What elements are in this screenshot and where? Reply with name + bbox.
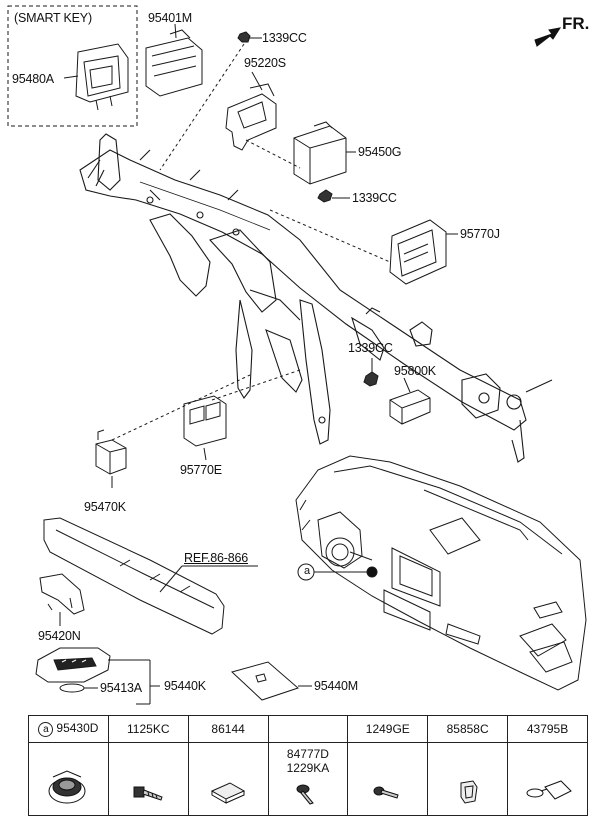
legend-cell-1249GE — [347, 742, 429, 816]
control-unit-icon — [293, 121, 347, 185]
legend-header-43795B: 43795B — [507, 715, 588, 743]
legend-header-1125KC: 1125KC — [107, 715, 189, 743]
front-arrow-icon — [534, 27, 562, 47]
legend-header-1249GE: 1249GE — [347, 715, 429, 743]
smart-key-module-icon — [75, 43, 129, 111]
callout-1339CC-mid: 1339CC — [352, 191, 397, 205]
callout-1339CC-top: 1339CC — [262, 31, 307, 45]
clip-icon — [460, 780, 478, 804]
bolt-icon — [133, 786, 163, 801]
legend-cell-86144 — [187, 742, 269, 816]
front-direction-label: FR. — [562, 14, 590, 33]
small-module-icon — [95, 429, 127, 475]
legend-header-empty — [267, 715, 349, 743]
legend-header-86144: 86144 — [187, 715, 269, 743]
reference-label: REF.86-866 — [184, 551, 249, 565]
small-screw-icon — [373, 786, 399, 799]
cowl-crossbar-icon — [79, 133, 553, 463]
legend-code-1229KA: 1229KA — [286, 761, 330, 775]
nut-icon — [317, 189, 333, 203]
callout-95800K: 95800K — [394, 364, 436, 378]
marker-a-icon: a — [38, 722, 54, 737]
callout-95470K: 95470K — [84, 500, 126, 514]
relay-block-icon — [183, 395, 227, 447]
bracket-icon — [225, 83, 277, 151]
dashboard-crash-pad-icon — [295, 455, 587, 691]
key-battery-icon — [59, 683, 85, 693]
nut-icon — [363, 371, 379, 387]
sensor-module-icon — [389, 389, 431, 425]
body-control-module-icon — [145, 29, 203, 97]
legend-cell-43795B — [507, 742, 588, 816]
nut-icon — [237, 31, 251, 43]
callout-95440M: 95440M — [314, 679, 358, 693]
key-card-icon — [231, 661, 299, 701]
legend-code-84777D: 84777D — [286, 747, 329, 761]
callout-95440K: 95440K — [164, 679, 206, 693]
receiver-module-icon — [389, 219, 447, 285]
screw-icon — [296, 784, 314, 805]
callout-95770E: 95770E — [180, 463, 222, 477]
tag-icon — [526, 780, 572, 800]
callout-95770J: 95770J — [460, 227, 500, 241]
smart-key-fob-icon — [35, 647, 111, 683]
push-button-switch-icon — [48, 770, 86, 804]
callout-1339CC-low: 1339CC — [348, 341, 393, 355]
callout-95450G: 95450G — [358, 145, 402, 159]
callout-95401M: 95401M — [148, 11, 192, 25]
pad-icon — [211, 782, 246, 804]
callout-95220S: 95220S — [244, 56, 286, 70]
marker-a-label: a — [304, 565, 310, 577]
callout-95413A: 95413A — [100, 681, 142, 695]
legend-cell-85858C — [427, 742, 509, 816]
smart-key-group-box — [7, 5, 138, 127]
legend-cell-95430D — [28, 742, 109, 816]
legend-cell-84777D-1229KA: 84777D 1229KA — [267, 742, 349, 816]
lower-bracket-icon — [39, 517, 225, 635]
callout-95480A: 95480A — [12, 72, 54, 86]
legend-header-85858C: 85858C — [427, 715, 509, 743]
smart-key-group-label: (SMART KEY) — [14, 11, 92, 25]
callout-95420N: 95420N — [38, 629, 81, 643]
legend-cell-1125KC — [107, 742, 189, 816]
